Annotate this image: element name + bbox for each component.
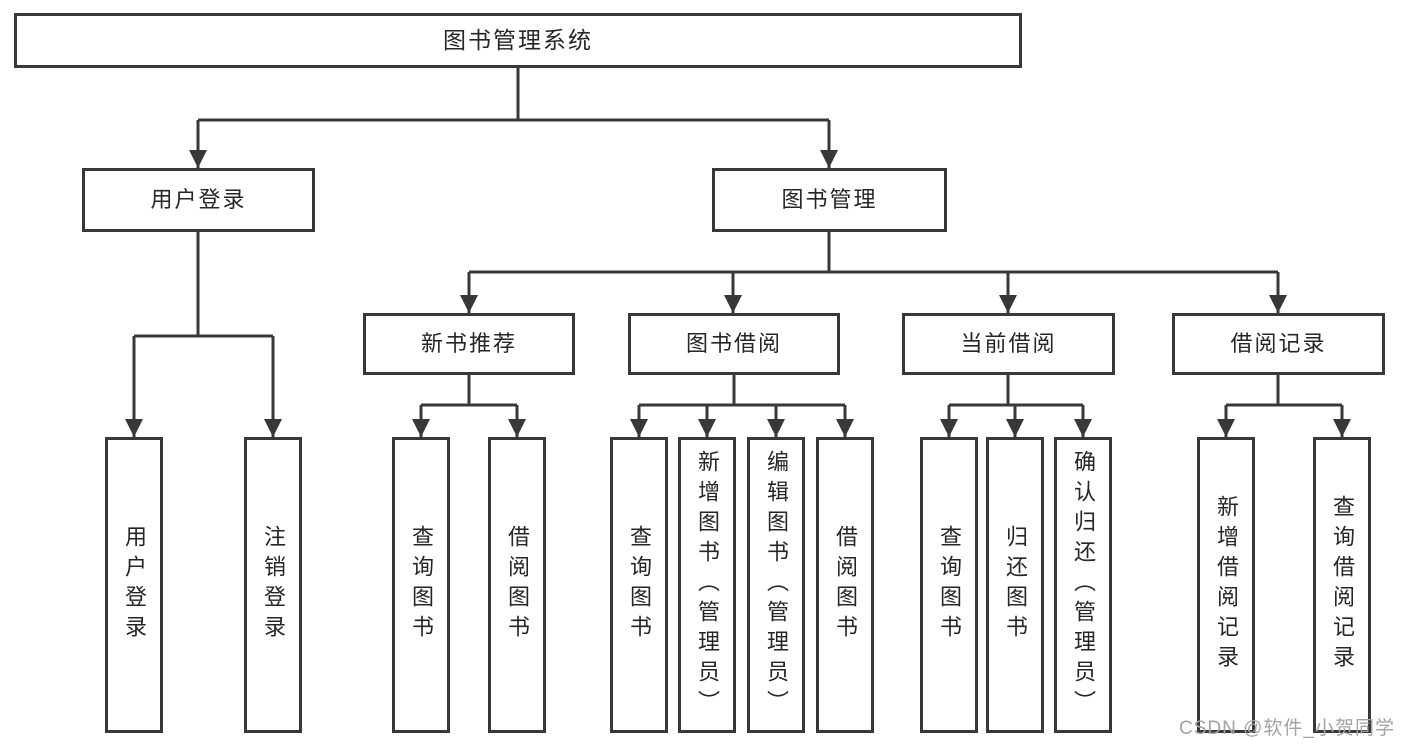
leaf-query-book-3: 查询图书	[920, 437, 978, 733]
leaf-label: 借阅图书	[505, 525, 530, 645]
leaf-label: 查询图书	[409, 525, 434, 645]
leaf-query-book-2: 查询图书	[610, 437, 668, 733]
leaf-add-book-admin: 新增图书（管理员）	[678, 437, 736, 733]
leaf-label: 确认归还（管理员）	[1071, 450, 1096, 720]
leaf-label: 查询图书	[937, 525, 962, 645]
leaf-borrow-book-1: 借阅图书	[488, 437, 546, 733]
leaf-edit-book-admin: 编辑图书（管理员）	[747, 437, 805, 733]
leaf-return-book: 归还图书	[986, 437, 1044, 733]
leaf-label: 注销登录	[261, 525, 286, 645]
node-book-borrow: 图书借阅	[628, 313, 840, 375]
node-book-management: 图书管理	[712, 168, 947, 232]
leaf-query-borrow-record: 查询借阅记录	[1313, 437, 1371, 733]
node-root-system: 图书管理系统	[14, 13, 1022, 68]
leaf-label: 查询借阅记录	[1330, 495, 1355, 675]
leaf-logout: 注销登录	[244, 437, 302, 733]
node-current-borrow: 当前借阅	[902, 313, 1115, 375]
leaf-add-borrow-record: 新增借阅记录	[1197, 437, 1255, 733]
leaf-query-book-1: 查询图书	[392, 437, 450, 733]
leaf-label: 查询图书	[627, 525, 652, 645]
watermark-text: CSDN @软件_小贺同学	[1179, 718, 1395, 739]
node-borrow-record: 借阅记录	[1172, 313, 1385, 375]
leaf-label: 新增图书（管理员）	[695, 450, 720, 720]
node-user-login-group: 用户登录	[82, 168, 315, 232]
leaf-label: 借阅图书	[833, 525, 858, 645]
leaf-label: 编辑图书（管理员）	[764, 450, 789, 720]
leaf-label: 用户登录	[122, 525, 147, 645]
node-new-book-recommend: 新书推荐	[363, 313, 575, 375]
leaf-label: 新增借阅记录	[1214, 495, 1239, 675]
leaf-user-login: 用户登录	[105, 437, 163, 733]
leaf-label: 归还图书	[1003, 525, 1028, 645]
leaf-borrow-book-2: 借阅图书	[816, 437, 874, 733]
leaf-confirm-return-admin: 确认归还（管理员）	[1054, 437, 1112, 733]
